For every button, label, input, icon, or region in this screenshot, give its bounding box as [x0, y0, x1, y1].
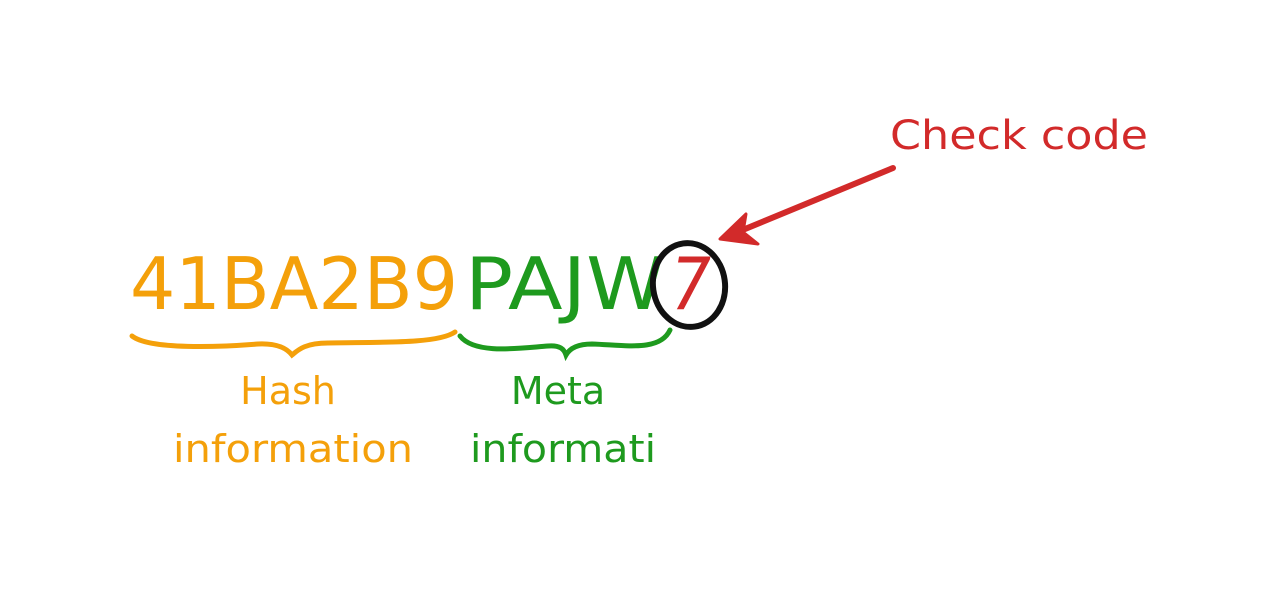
- check-code-label: Check code: [890, 113, 1148, 159]
- meta-curly-brace: [457, 327, 673, 362]
- meta-label-line2: informati: [470, 427, 656, 471]
- meta-segment-text: PAJW: [465, 242, 665, 326]
- hash-segment-text: 41BA2B9: [130, 242, 458, 326]
- arrow-head-icon: [718, 212, 760, 246]
- hash-label-line1: Hash: [240, 369, 336, 413]
- hash-curly-brace: [129, 329, 458, 359]
- hash-label-line2: information: [173, 427, 413, 471]
- check-digit-circle: [649, 240, 729, 330]
- check-digit-text: 7: [671, 242, 711, 326]
- check-code-arrow: [725, 165, 896, 239]
- meta-label-line1: Meta: [511, 369, 605, 413]
